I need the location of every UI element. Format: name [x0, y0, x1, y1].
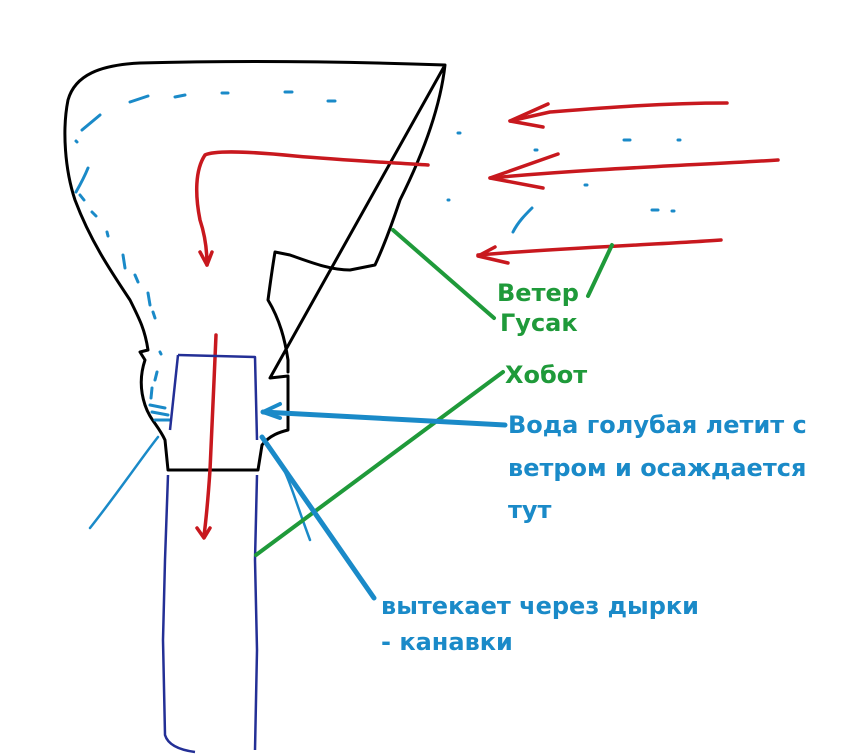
cowl-outline: [63, 60, 447, 472]
label-gusak: Гусак: [500, 309, 578, 337]
water-droplets: [74, 90, 682, 422]
label-voda-line1: Вода голубая летит с: [508, 411, 807, 439]
label-hobot: Хобот: [505, 361, 588, 389]
label-voda-line3: тут: [508, 496, 552, 524]
water-runoff: [88, 435, 312, 542]
label-veter: Ветер: [497, 279, 579, 307]
wind-arrows: [194, 101, 780, 540]
leader-lines: [254, 228, 614, 601]
pipe-hobot: [161, 353, 259, 754]
label-vytekaet-line1: вытекает через дырки: [381, 592, 699, 620]
label-voda-line2: ветром и осаждается: [508, 454, 807, 482]
label-vytekaet-line2: - канавки: [381, 628, 513, 656]
